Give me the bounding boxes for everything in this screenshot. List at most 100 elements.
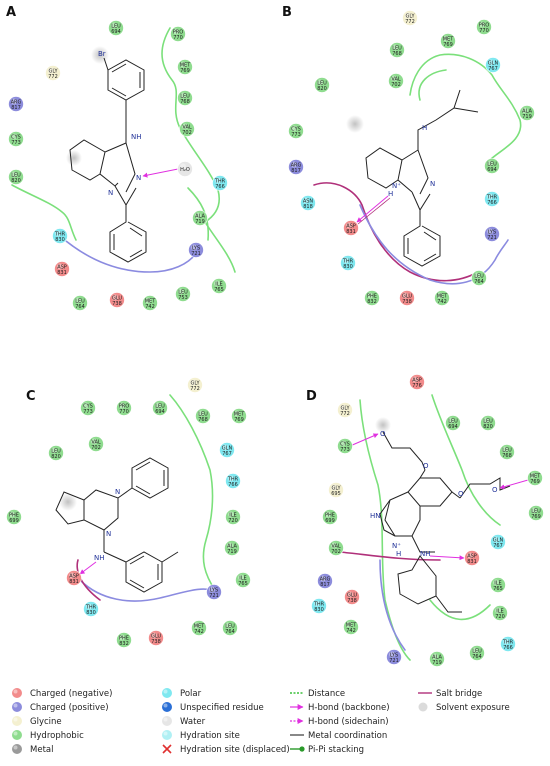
residue-name: GLU	[402, 294, 412, 300]
residue-number: 773	[291, 132, 301, 138]
residue-highlight	[467, 552, 473, 559]
panel-b-label: B	[282, 5, 292, 20]
residue-highlight	[522, 107, 528, 114]
residue-highlight	[479, 21, 485, 28]
residue-number: 720	[495, 614, 505, 620]
legend-swatch	[162, 730, 172, 740]
panel-a-ligand	[69, 57, 147, 263]
residue-highlight	[227, 542, 233, 549]
residue-highlight	[487, 160, 493, 167]
residue-number: 773	[340, 447, 350, 453]
legend-label: Charged (negative)	[30, 689, 112, 699]
residue-circle	[409, 374, 425, 390]
residue-circle	[429, 651, 445, 667]
residue-number: 832	[367, 299, 377, 305]
pocket-line	[59, 235, 199, 273]
residue-circle	[170, 26, 186, 42]
residue-number: 769	[530, 479, 540, 485]
residue-circle	[231, 408, 247, 424]
residue-circle	[492, 605, 508, 621]
residue-name: MET	[194, 624, 205, 630]
atom-d-o1: O	[380, 430, 386, 438]
residue-number: 772	[48, 74, 58, 80]
panel-c-pocket	[76, 394, 216, 602]
residue-number: 742	[346, 628, 356, 634]
bond	[103, 57, 109, 71]
residue-name: LEU	[198, 412, 208, 418]
residue-circle	[490, 577, 506, 593]
bond	[417, 89, 479, 150]
residue-number: 772	[340, 411, 350, 417]
residue-highlight	[69, 572, 75, 579]
residue-number: 694	[487, 167, 497, 173]
residue-highlight	[291, 161, 297, 168]
residue-name: ALA	[195, 214, 205, 220]
bond	[459, 477, 511, 499]
atom-n1: N	[136, 174, 141, 182]
residue-circle	[48, 445, 64, 461]
residue-number: 699	[325, 518, 335, 524]
bond	[99, 142, 136, 193]
residue-highlight	[317, 79, 323, 86]
residue-circle	[116, 400, 132, 416]
residue-highlight	[291, 125, 297, 132]
residue-number: 768	[392, 51, 402, 57]
residue-number: 776	[412, 383, 422, 389]
residue-highlight	[11, 133, 17, 140]
legend-swatch-shine	[13, 703, 18, 708]
legend-item: Hydration site	[162, 730, 240, 741]
residue-circle	[195, 408, 211, 424]
residue-circle	[222, 620, 238, 636]
legend-swatch-shine	[163, 717, 168, 722]
panel-d-ligand	[379, 431, 511, 613]
residue-circle	[45, 65, 61, 81]
solvent-exposure	[59, 493, 77, 511]
residue-number: 820	[11, 178, 21, 184]
residue-name: THR	[486, 195, 498, 201]
residue-name: LYS	[192, 246, 200, 252]
residue-number: 764	[472, 654, 482, 660]
pocket-line	[187, 187, 210, 241]
residue-circle	[8, 131, 24, 147]
residue-circle	[519, 105, 535, 121]
bond	[161, 551, 179, 563]
panel-b-pocket	[313, 53, 522, 285]
residue-name: ARG	[320, 577, 331, 583]
bond	[379, 499, 396, 537]
residue-name: LEU	[502, 448, 512, 454]
hbond	[142, 168, 179, 178]
residue-highlight	[343, 257, 349, 264]
residue-circle	[179, 121, 195, 137]
residue-number: 764	[474, 279, 484, 285]
residue-name: THR	[227, 477, 239, 483]
residue-name: ASP	[57, 265, 67, 271]
residue-highlight	[402, 292, 408, 299]
residue-highlight	[119, 402, 125, 409]
residue-circle	[471, 270, 487, 286]
legend-label: Unspecified residue	[180, 703, 264, 713]
residue-circle	[402, 10, 418, 26]
residue-number: 769	[531, 514, 541, 520]
pocket-line	[418, 69, 447, 101]
residue-name: MET	[145, 299, 156, 305]
panel-a: Br NH N N	[11, 27, 236, 273]
residue-name: ALA	[227, 544, 237, 550]
residue-name: ILE	[229, 513, 236, 519]
residue-highlight	[225, 622, 231, 629]
residue-number: 764	[75, 304, 85, 310]
